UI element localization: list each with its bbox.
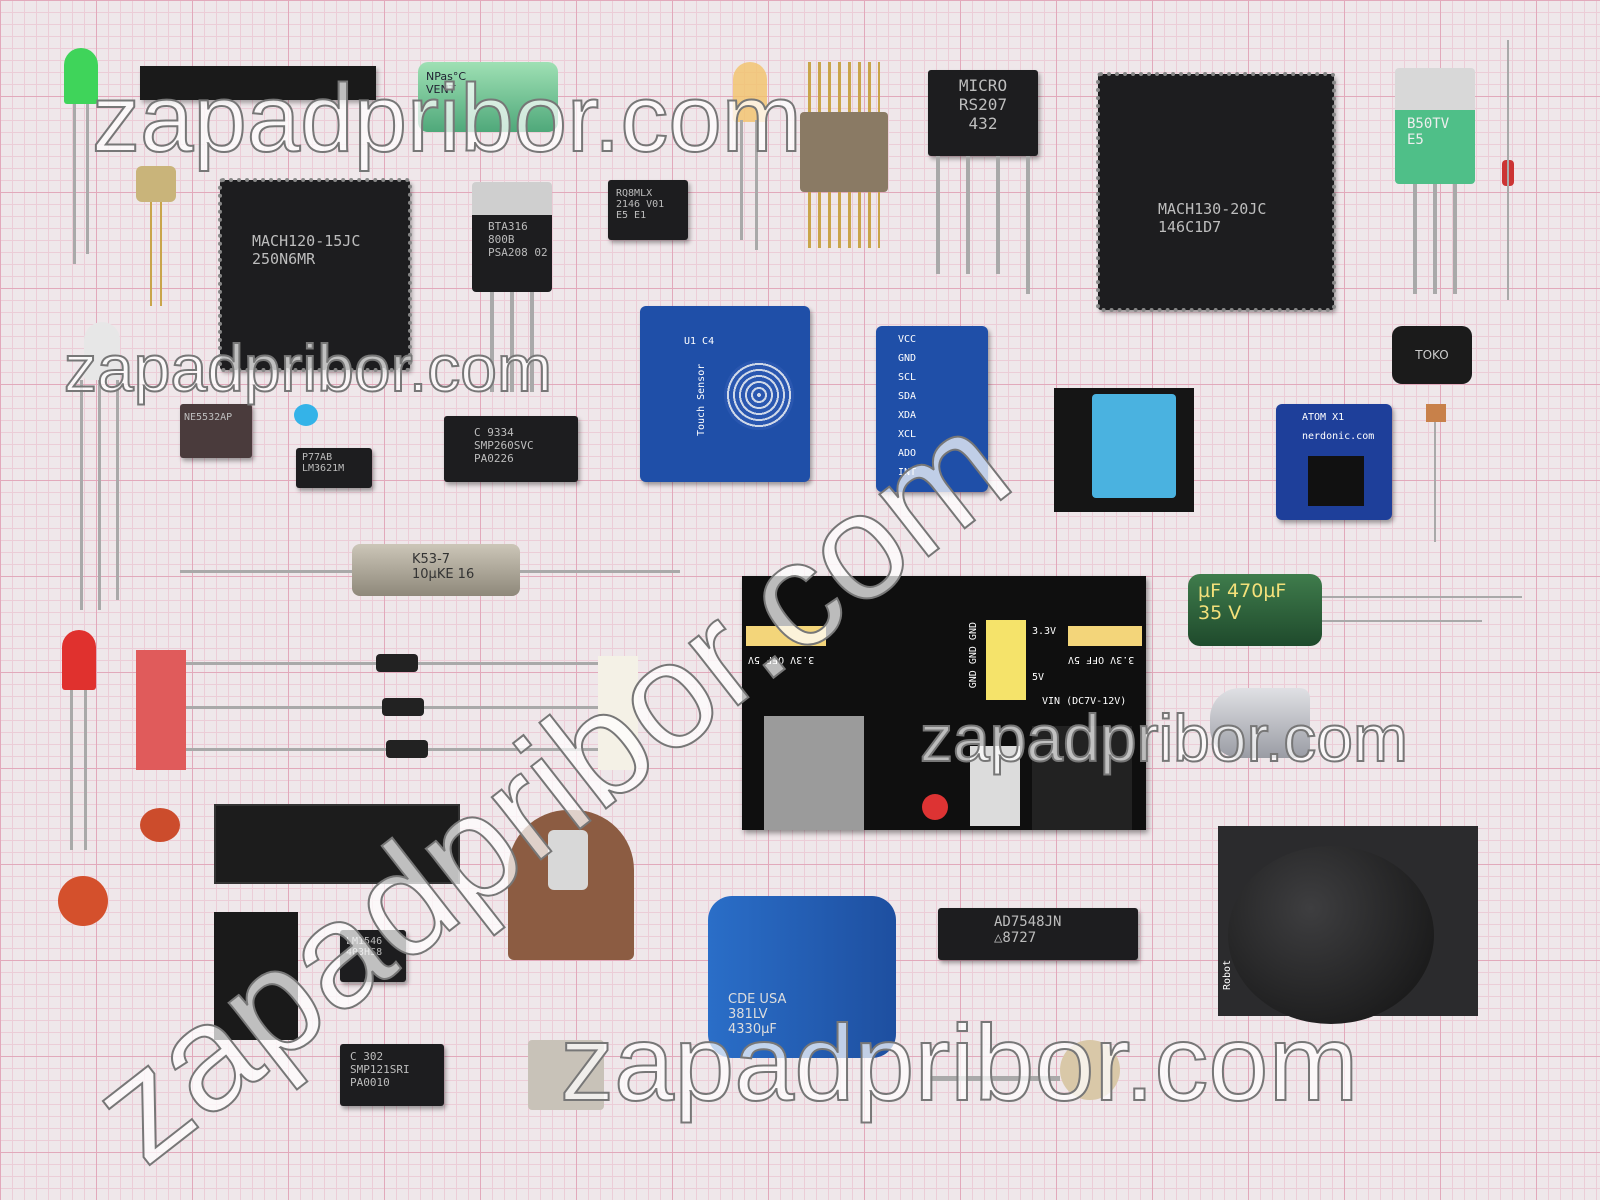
dht11-sensor <box>1092 394 1176 498</box>
ceramic-capacitor-red <box>140 808 180 842</box>
atom-x1-module: ATOM X1 nerdonic.com <box>1276 404 1392 520</box>
dc-jack <box>1032 726 1132 830</box>
touch-sensor-module: U1 C4 Touch Sensor <box>640 306 810 482</box>
diode <box>382 698 424 716</box>
capacitor-label: NPas°C <box>426 70 467 83</box>
seven-segment-display <box>214 912 298 1040</box>
gold-hybrid-ic <box>528 1040 604 1110</box>
ad7548-dip-chip: AD7548JN△8727 <box>938 908 1138 960</box>
usb-port[interactable] <box>764 716 864 830</box>
ic-socket <box>214 804 460 884</box>
metal-hybrid-ic <box>800 112 888 192</box>
pin-header <box>140 66 376 100</box>
joystick-cap[interactable] <box>1228 846 1434 1024</box>
green-led <box>64 48 98 104</box>
white-connector <box>598 656 638 770</box>
gnd-label: GND GND GND <box>968 622 979 689</box>
trimmer-potentiometer[interactable] <box>1060 1040 1120 1100</box>
touch-pad <box>724 360 794 430</box>
varistor-red <box>58 876 108 926</box>
diode <box>376 654 418 672</box>
red-led-2 <box>62 630 96 690</box>
white-led <box>84 322 120 380</box>
ne5532-dip-chip: NE5532AP <box>180 404 252 458</box>
power-switch[interactable] <box>970 746 1020 826</box>
metal-oscillator <box>1210 688 1310 758</box>
imu-sensor-module: VCC GND SCL SDA XDA XCL ADO INT <box>876 326 988 492</box>
diode <box>386 740 428 758</box>
metal-can-transistor <box>136 166 176 202</box>
blue-ceramic-capacitor <box>294 404 318 426</box>
potentiometer-shaft <box>548 830 588 890</box>
watermark: zapadpribor.com <box>559 1001 1359 1124</box>
tantalum-capacitor <box>1426 404 1446 422</box>
breadboard-power-supply: 3.3V OFF 5V 3.3V OFF 5V GND GND GND 3.3V… <box>742 576 1146 830</box>
yellow-pin-header <box>986 620 1026 700</box>
diode-tape <box>136 650 186 770</box>
red-led <box>922 794 948 820</box>
toko-inductor: TOKO <box>1392 326 1472 384</box>
amber-led <box>733 62 767 122</box>
